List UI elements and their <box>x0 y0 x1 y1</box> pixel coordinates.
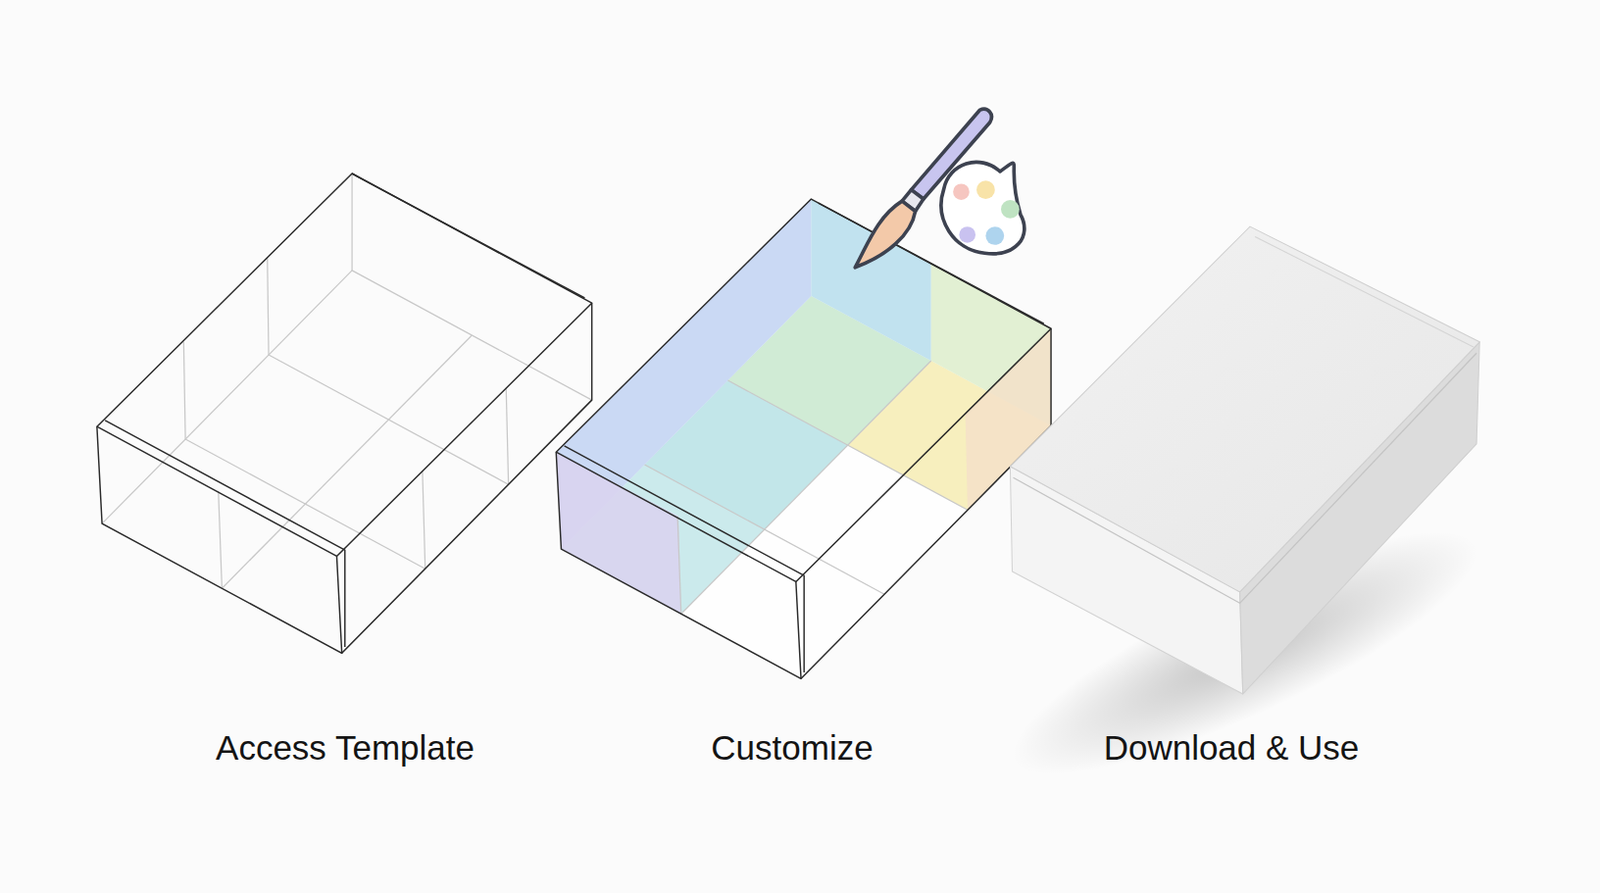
finished-box <box>988 226 1502 817</box>
paint-icon <box>854 108 1025 267</box>
colored-tray <box>555 199 1051 679</box>
step-label: Access Template <box>215 727 475 769</box>
wireframe-tray <box>97 173 593 653</box>
step-label: Download & Use <box>1103 727 1360 769</box>
step-label: Customize <box>710 727 873 769</box>
